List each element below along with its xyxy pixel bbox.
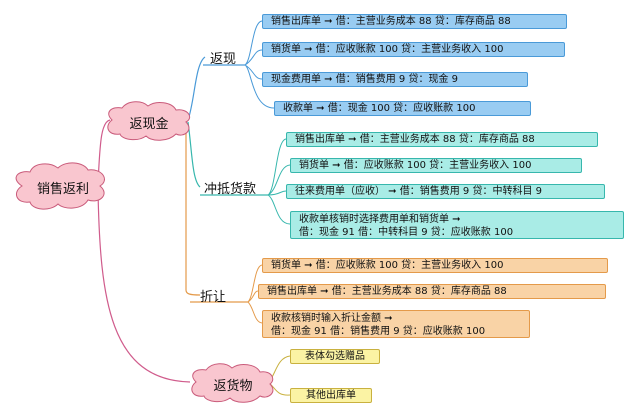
offset-item-1: 销售出库单 ➞ 借：主营业务成本 88 贷：库存商品 88: [286, 132, 598, 147]
offset-bracket: [267, 138, 291, 225]
discount-bracket: [247, 264, 263, 324]
root-cloud: [15, 162, 105, 210]
discount-item-1: 销货单 ➞ 借：应收账款 100 贷：主营业务收入 100: [262, 258, 608, 273]
goods-cloud: [191, 363, 274, 403]
fanxian-item-3: 现金费用单 ➞ 借：销售费用 9 贷：现金 9: [262, 72, 528, 87]
connector-cash-offset: [187, 121, 201, 188]
cash-rebate-label: 返现金: [129, 117, 169, 132]
discount-item-2: 销售出库单 ➞ 借：主营业务成本 88 贷：库存商品 88: [258, 284, 606, 299]
offset-item-2: 销货单 ➞ 借：应收账款 100 贷：主营业务收入 100: [290, 158, 582, 173]
connector-cash-discount: [185, 124, 201, 296]
offset-item-4-line-1: 收款单核销时选择费用单和销货单 ➞: [299, 214, 461, 225]
goods-item-2: 其他出库单: [290, 388, 372, 403]
goods-item-1: 表体勾选赠品: [290, 349, 380, 364]
connector-root-goods: [97, 189, 191, 383]
cash-cloud: [107, 101, 191, 141]
fanxian-label: 返现: [210, 52, 237, 67]
connector-cash-fanxian: [187, 56, 206, 121]
root-label: 销售返利: [36, 182, 89, 197]
offset-label: 冲抵货款: [204, 182, 257, 197]
fanxian-item-4: 收款单 ➞ 借：现金 100 贷：应收账款 100: [274, 101, 531, 116]
offset-item-3: 往来费用单（应收） ➞ 借：销售费用 9 贷：中转科目 9: [286, 184, 605, 199]
discount-item-3-line-1: 收款核销时输入折让金额 ➞: [271, 313, 393, 324]
fanxian-item-2: 销货单 ➞ 借：应收账款 100 贷：主营业务收入 100: [262, 42, 565, 57]
fanxian-bracket: [244, 20, 275, 109]
discount-label: 折让: [200, 290, 227, 305]
fanxian-item-1: 销售出库单 ➞ 借：主营业务成本 88 贷：库存商品 88: [262, 14, 567, 29]
discount-item-3: 收款核销时输入折让金额 ➞ 借：现金 91 借：销售费用 9 贷：应收账款 10…: [262, 310, 530, 338]
offset-item-4: 收款单核销时选择费用单和销货单 ➞ 借：现金 91 借：中转科目 9 贷：应收账…: [290, 211, 624, 239]
goods-rebate-label: 返货物: [213, 379, 253, 394]
discount-item-3-line-2: 借：现金 91 借：销售费用 9 贷：应收账款 100: [271, 326, 486, 337]
offset-item-4-line-2: 借：现金 91 借：中转科目 9 贷：应收账款 100: [299, 227, 514, 238]
